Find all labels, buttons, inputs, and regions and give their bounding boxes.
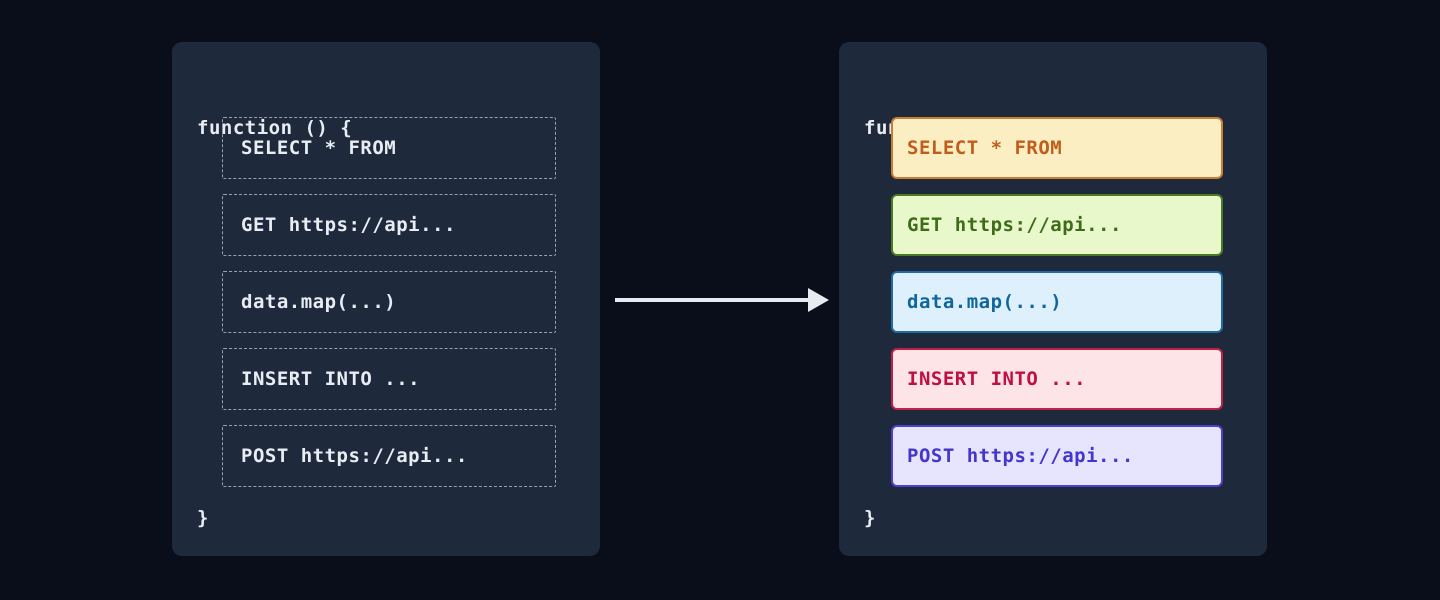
source-block-list: SELECT * FROM GET https://api... data.map(… [222, 117, 556, 487]
code-block: data.map(...) [222, 271, 556, 333]
code-block-label: SELECT * FROM [241, 137, 397, 159]
code-block: data.map(...) [891, 271, 1223, 333]
code-block-label: POST https://api... [241, 445, 468, 467]
code-block: SELECT * FROM [222, 117, 556, 179]
code-block-label: SELECT * FROM [907, 137, 1063, 159]
code-block-label: GET https://api... [907, 214, 1122, 236]
code-block-label: data.map(...) [241, 291, 397, 313]
function-close-line: } [197, 507, 209, 529]
code-block-label: INSERT INTO ... [907, 368, 1087, 390]
code-block: POST https://api... [222, 425, 556, 487]
code-block-label: POST https://api... [907, 445, 1134, 467]
code-block-label: GET https://api... [241, 214, 456, 236]
arrow-right-icon [615, 288, 829, 312]
code-block: GET https://api... [222, 194, 556, 256]
code-block-label: data.map(...) [907, 291, 1063, 313]
function-close-line: } [864, 507, 876, 529]
code-block: GET https://api... [891, 194, 1223, 256]
classified-block-list: SELECT * FROM GET https://api... data.map(… [891, 117, 1223, 487]
code-block-label: INSERT INTO ... [241, 368, 421, 390]
code-block: SELECT * FROM [891, 117, 1223, 179]
transform-arrow [615, 286, 829, 314]
code-block: INSERT INTO ... [891, 348, 1223, 410]
function-open-line: function () { [197, 117, 353, 139]
source-code-panel: function () { SELECT * FROM GET https://a… [172, 42, 600, 556]
code-block: POST https://api... [891, 425, 1223, 487]
code-block: INSERT INTO ... [222, 348, 556, 410]
